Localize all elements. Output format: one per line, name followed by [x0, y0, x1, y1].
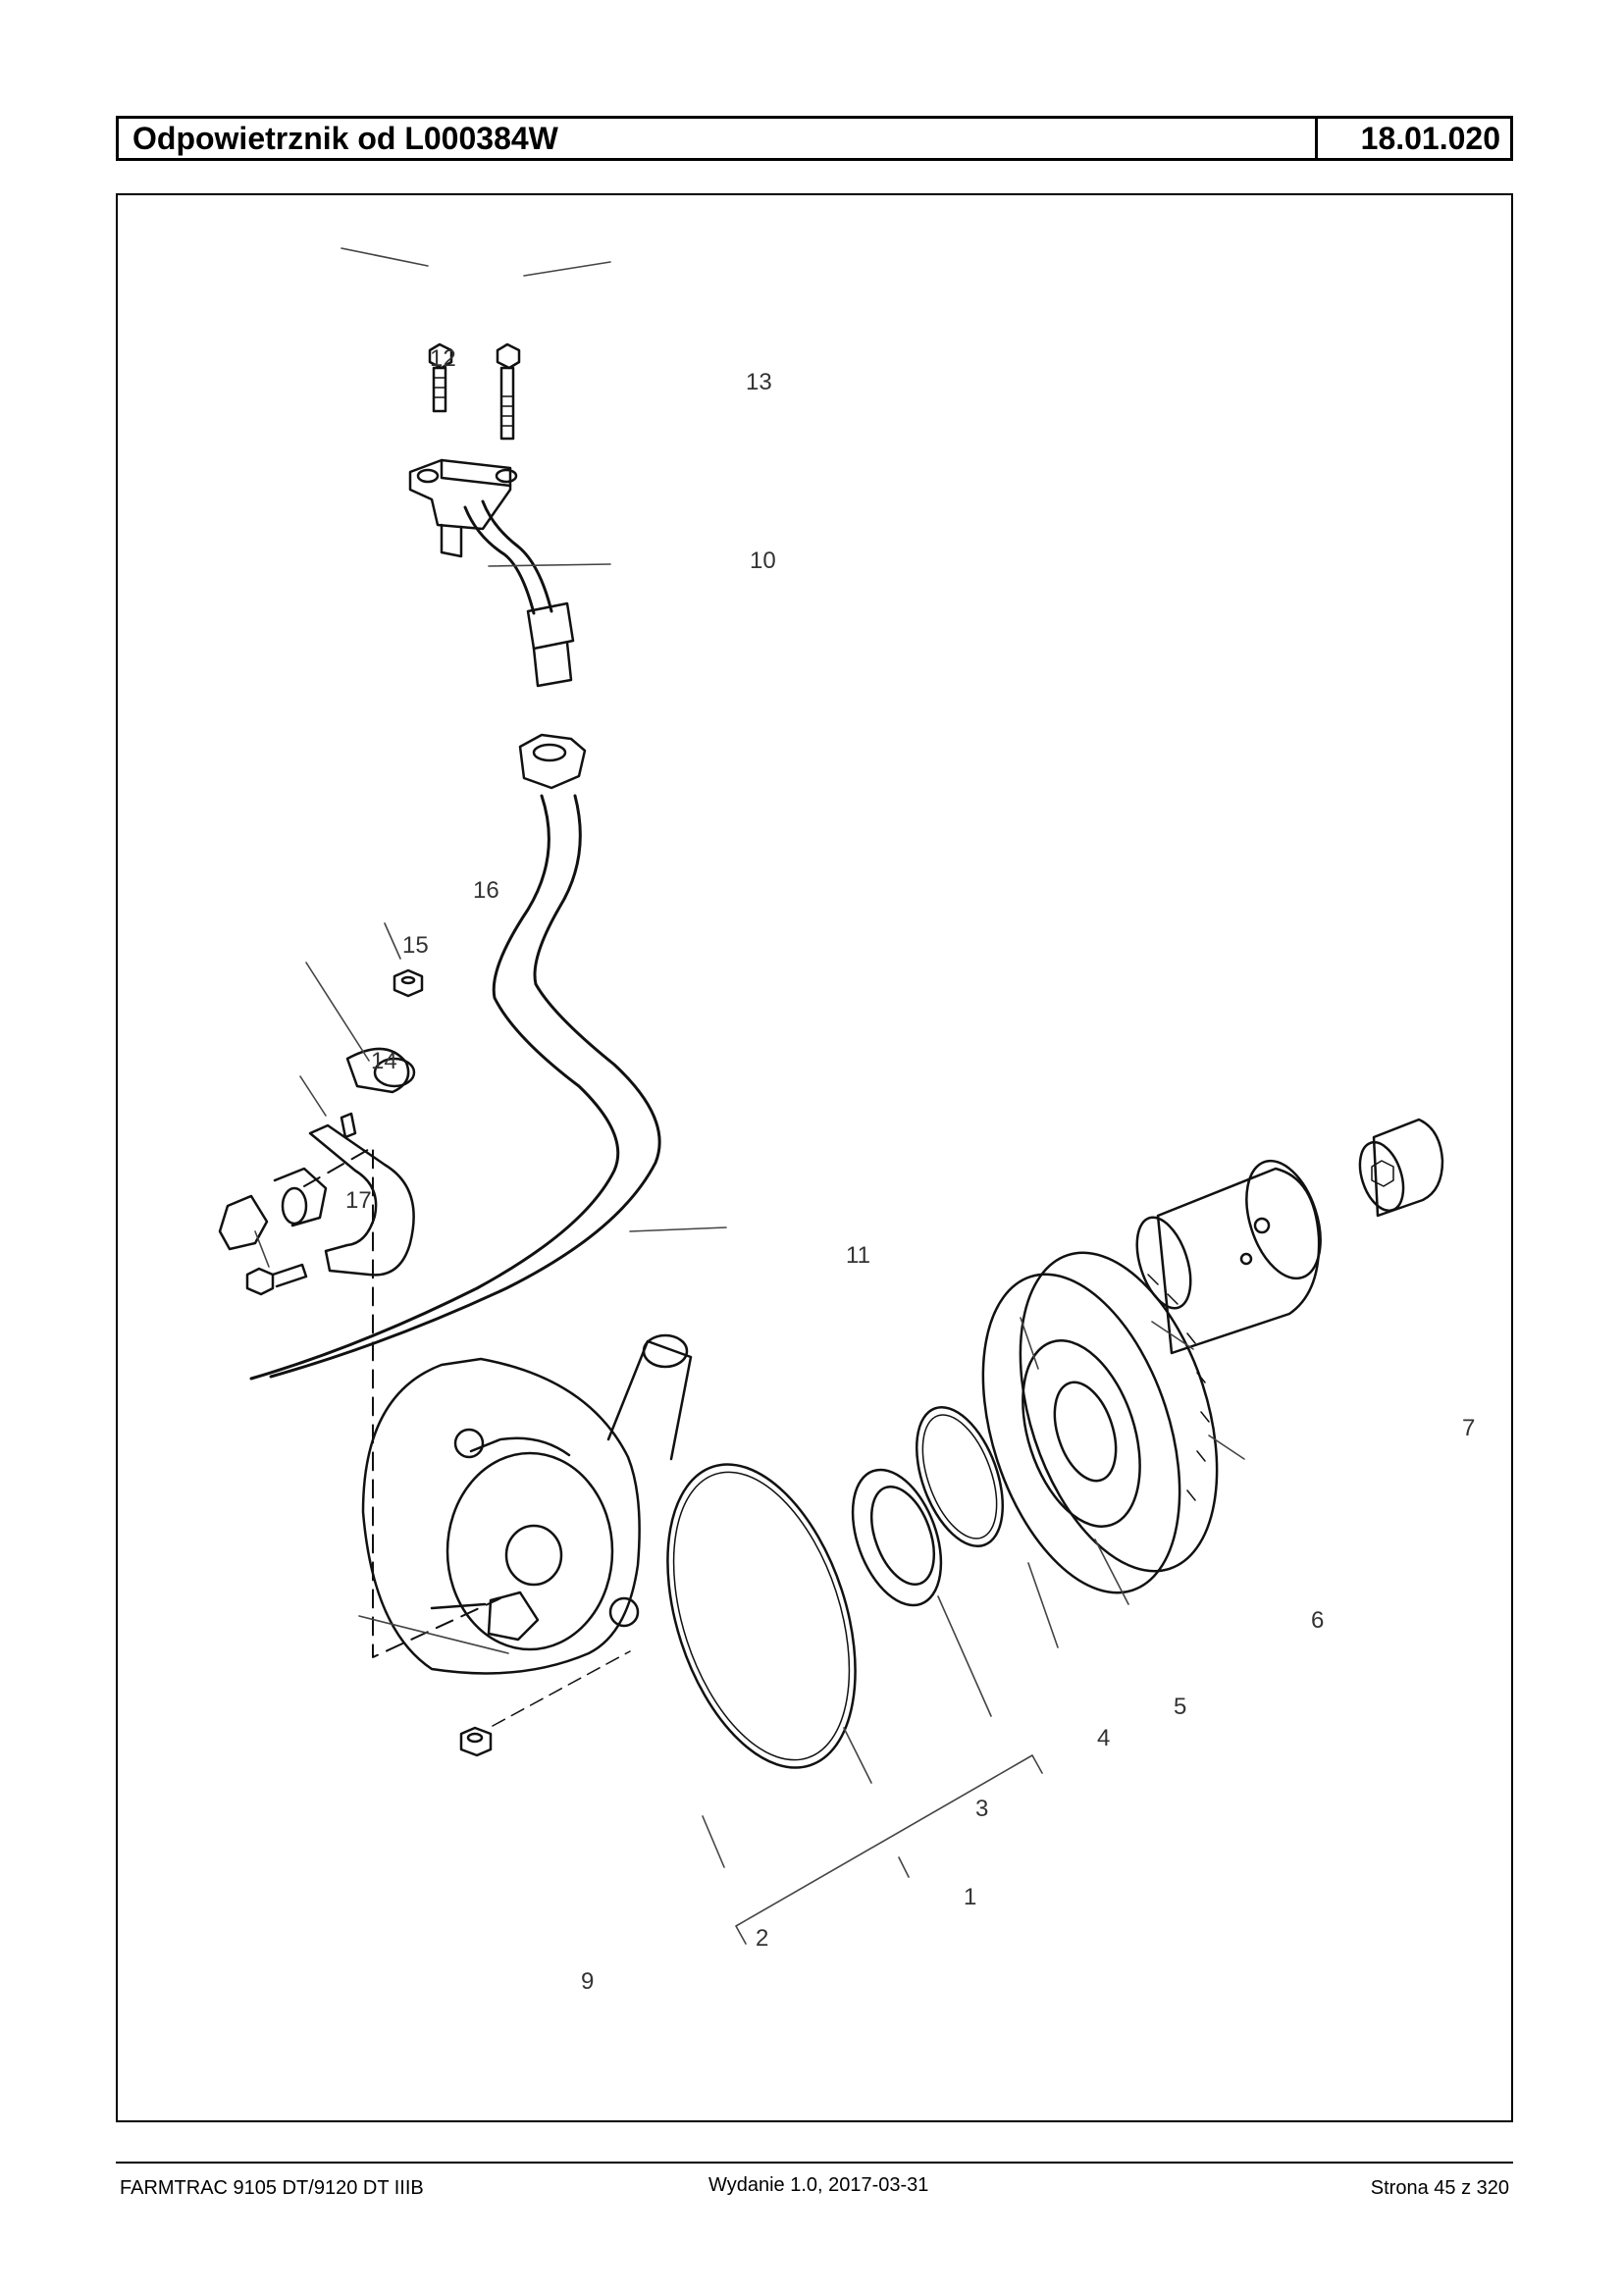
o-ring-3 [666, 1463, 857, 1769]
page-title: Odpowietrznik od L000384W [119, 119, 1318, 158]
leader-lines [254, 247, 1245, 1945]
callout-6: 6 [1311, 1607, 1324, 1634]
callout-12: 12 [430, 345, 456, 372]
exploded-diagram-frame: 1 2 3 4 5 6 7 8 9 10 11 12 13 14 15 16 1… [116, 193, 1513, 2122]
nut-9 [459, 1650, 631, 1757]
nut-16 [393, 968, 424, 998]
footer-model: FARMTRAC 9105 DT/9120 DT IIIB [120, 2176, 424, 2199]
assembly-guide-line [303, 1146, 501, 1658]
callout-13: 13 [746, 369, 772, 395]
callout-2: 2 [756, 1925, 768, 1952]
circlip-5 [915, 1406, 1005, 1547]
vent-hose-11 [218, 733, 661, 1381]
bolt-17 [245, 1263, 308, 1296]
callout-9: 9 [581, 1968, 594, 1995]
bracket-14 [308, 1112, 415, 1277]
callout-4: 4 [1097, 1725, 1110, 1751]
callout-3: 3 [975, 1796, 988, 1822]
callout-11: 11 [846, 1242, 870, 1269]
bolt-13 [496, 342, 521, 441]
page-footer: FARMTRAC 9105 DT/9120 DT IIIB Wydanie 1.… [120, 2174, 1509, 2202]
plug-8 [1358, 1118, 1444, 1218]
callout-5: 5 [1174, 1694, 1186, 1720]
callout-1: 1 [964, 1884, 976, 1910]
breather-housing-2 [361, 1333, 693, 1675]
seal-4 [851, 1468, 943, 1607]
footer-divider [116, 2162, 1513, 2164]
footer-edition: Wydanie 1.0, 2017-03-31 [708, 2174, 929, 2196]
callout-10: 10 [750, 548, 776, 574]
footer-page-number: Strona 45 z 320 [1370, 2176, 1509, 2199]
section-code: 18.01.020 [1360, 120, 1500, 156]
callout-labels: 1 2 3 4 5 6 7 8 9 10 11 12 13 14 15 16 1… [345, 345, 1475, 1995]
vent-pipe-bracket-10 [408, 458, 575, 688]
callout-16: 16 [473, 877, 499, 904]
callout-17: 17 [345, 1187, 372, 1214]
bolt-12 [428, 342, 453, 413]
gear-6 [981, 1251, 1219, 1594]
callout-15: 15 [402, 932, 429, 959]
page-header: Odpowietrznik od L000384W 18.01.020 [116, 116, 1513, 161]
callout-7: 7 [1462, 1415, 1475, 1441]
clip-15 [345, 1047, 416, 1094]
callout-14: 14 [371, 1048, 397, 1074]
valve-body-7 [1135, 1159, 1322, 1355]
exploded-parts-diagram: 1 2 3 4 5 6 7 8 9 10 11 12 13 14 15 16 1… [218, 247, 1475, 1995]
